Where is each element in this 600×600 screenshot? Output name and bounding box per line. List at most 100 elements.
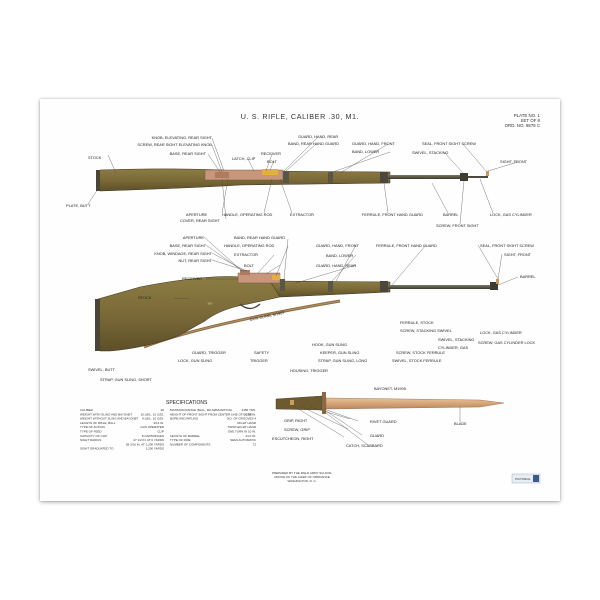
label-mid-hook-gun-sling: HOOK, GUN SLING [312,342,347,347]
label-mid-screw-gas-cylinder-lock: SCREW, GAS CYLINDER LOCK [478,340,535,345]
mid-rifle-stock [97,276,281,352]
label-top-sight-front: SIGHT, FRONT [500,159,528,164]
label-bayonet: BAYONET, M1905 [374,386,406,391]
spec-left-row-value: 27 1/2 IN. AT 0 YARDS [133,438,164,442]
label-mid-trigger: TRIGGER [250,358,268,363]
label-bayonet-catch-scabbard: CATCH, SCABBARD [346,443,383,448]
label-mid-band-rear: BAND, REAR HAND GUARD [234,235,285,240]
label-mid-band-lower: BAND, LOWER [326,253,353,258]
mid-rifle-rear-sight [240,270,250,275]
label-mid-safety: SAFETY [254,350,270,355]
label-top-bolt: BOLT [267,159,277,164]
spec-left-row-label: CALIBER [80,408,94,412]
top-rifle-muzzle [468,176,488,178]
plate-ord: ORD. NO. 9879 C [505,123,540,128]
top-rifle-rear-sight [215,172,229,178]
label-top-knob-elev: KNOB, ELEVATING, REAR SIGHT [152,135,213,140]
label-mid-seal-front: SEAL, FRONT SIGHT SCREW [480,243,534,248]
spec-right-row-label: TYPE OF FIRE [170,438,191,442]
spec-right-row-label: MAXIMUM RANGE (BALL, M2 AMMUNITION) [170,408,232,412]
publisher-stamp: PICTORIAL [511,473,541,484]
top-rifle-rear-band [283,171,289,183]
label-mid-base-rear: BASE, REAR SIGHT [170,243,207,248]
mid-rifle-rear-band [280,279,285,291]
mid-rifle-stock-stamp: M1 [207,301,213,306]
spec-heading: SPECIFICATIONS [166,400,208,406]
top-rifle-front-sight-base [460,173,468,181]
label-top-guard-hand-front: GUARD, HAND, FRONT [352,141,395,146]
label-mid-strap-long: STRAP, GUN SLING, LONG [318,358,367,363]
label-mid-nut-rear: NUT, REAR SIGHT [178,258,212,263]
spec-right-row-value: 24.0 IN. [245,434,256,438]
spec-right-row-value: NO. OF GROOVES 4 [227,417,256,421]
spec-left-row-label: TYPE OF ACTION [80,425,105,429]
label-mid-swivel-stock-ferrule: SWIVEL, STOCK FERRULE [392,358,442,363]
label-mid-barrel: BARREL [520,274,536,279]
spec-right-row-value: 72 [253,442,257,446]
label-mid-swivel-stacking: SWIVEL, STACKING [438,337,474,342]
top-rifle-barrel [388,175,460,179]
spec-left-row-label: SIGHT RADIUS [80,438,101,442]
spec-left-row-value: 1,200 YARDS [146,447,164,451]
spec-right-row-label: LENGTH OF BARREL [170,434,200,438]
label-mid-guard-hand-rear: GUARD, HAND, REAR [316,263,356,268]
label-top-band-lower: BAND, LOWER [352,149,379,154]
top-rifle [96,168,489,192]
label-mid-ferrule-front: FERRULE, FRONT HAND GUARD [376,243,437,248]
label-mid-ferrule-stock: FERRULE, STOCK [400,320,434,325]
label-top-plate-butt: PLATE, BUTT [66,203,91,208]
label-top-band-rear-hand-guard: BAND, REAR HAND GUARD [288,141,339,146]
top-rifle-leaders [87,136,519,225]
imprint-line2: OFFICE OF THE CHIEF OF ORDNANCE [274,475,330,479]
bayonet-blade [325,397,505,410]
label-top-screw-front-sight: SCREW, FRONT SIGHT [436,223,479,228]
label-mid-cylinder-gas: CYLINDER, GAS [438,345,468,350]
label-bayonet-screw-grip: SCREW, GRIP [284,427,310,432]
mid-rifle-buttplate [95,299,100,351]
mid-rifle-bolt [272,275,280,280]
bayonet-grip [275,395,323,411]
label-top-receiver: RECEIVER [261,151,281,156]
label-mid-strap-short: STRAP, GUN SLING, SHORT [100,377,152,382]
label-mid-screw-stacking-swivel: SCREW, STACKING SWIVEL [400,328,453,333]
poster: U. S. RIFLE, CALIBER .30, M1. PLATE NO. … [40,99,560,501]
spec-left-row-value: 28 3/16 IN. AT 1,200 YARDS [126,442,164,446]
label-top-extractor: EXTRACTOR [290,212,314,217]
spec-right-row-value: 3450 YDS. [242,408,257,412]
label-mid-lock-gun-sling: LOCK, GUN SLING [178,358,212,363]
spec-left-row-value: CLIP [157,430,164,434]
label-bayonet-escutcheon: ESCUTCHEON, RIGHT [272,436,314,441]
mid-rifle-barrel [388,285,490,289]
spec-left-row-label: TYPE OF FEED [80,430,103,434]
label-mid-gun-sling: GUN SLING, M1907 [249,310,285,322]
bayonet-leaders [291,404,461,446]
rifle-diagram: U. S. RIFLE, CALIBER .30, M1. PLATE NO. … [66,112,541,484]
label-top-lock-gas-cylinder: LOCK, GAS CYLINDER [490,212,532,217]
top-rifle-gas-cylinder [380,172,388,183]
spec-right-row-value: RIGHT HAND [237,421,256,425]
label-top-swivel-stacking: SWIVEL, STACKING [412,150,448,155]
stamp-text: PICTORIAL [515,477,531,481]
spec-right-column: MAXIMUM RANGE (BALL, M2 AMMUNITION) 3450 … [170,408,257,446]
label-mid-aperture: APERTURE [183,235,205,240]
label-mid-sight-front: SIGHT, FRONT [504,252,532,257]
label-bayonet-grip-right: GRIP, RIGHT [284,418,308,423]
spec-left-row-label: CAPACITY OF CLIP [80,434,107,438]
spec-right-row-label: NUMBER OF COMPONENTS [170,442,210,446]
label-top-guard-hand-rear: GUARD, HAND, REAR [298,134,338,139]
label-mid-knob-windage: KNOB, WINDAGE, REAR SIGHT [154,251,212,256]
label-bayonet-guard: GUARD [370,433,384,438]
mid-rifle-gas-cylinder [380,281,388,292]
top-rifle-labels: STOCK KNOB, ELEVATING, REAR SIGHT SCREW,… [66,134,532,228]
label-mid-extractor: EXTRACTOR [234,252,258,257]
bayonet-guard [322,392,326,414]
spec-left-row-value: 9 LBS., 10 OZS. [142,417,164,421]
spec-left-row-label: SIGHT GRADUATED TO [80,447,114,451]
label-mid-housing-trigger: HOUSING, TRIGGER [290,368,328,373]
spec-left-row-label: WEIGHT WITH SLING AND BAYONET [80,412,132,416]
bayonet [275,392,505,414]
top-rifle-bolt [262,169,278,175]
mid-rifle-lower-band [328,281,333,292]
